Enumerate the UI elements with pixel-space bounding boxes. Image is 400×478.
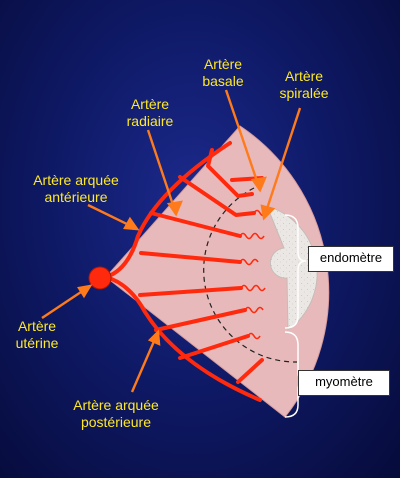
arrow-basal <box>224 89 262 191</box>
endometrium-box: endomètre <box>308 246 394 272</box>
radial-artery-4 <box>139 251 242 264</box>
arcuate-artery-anterior <box>104 141 232 279</box>
arrow-spiral <box>262 107 302 219</box>
radial-artery-8 <box>236 358 264 384</box>
endometrium-brace <box>284 214 307 329</box>
radial-artery-6 <box>154 308 247 332</box>
arcuate-artery-posterior <box>104 275 262 402</box>
endometrium-boundary-dashed <box>203 187 298 363</box>
pointer-arrows <box>41 89 302 393</box>
endometrium-region <box>266 205 318 331</box>
uterine-artery-node <box>88 266 112 290</box>
radial-artery-5 <box>138 286 243 297</box>
radial-artery-1 <box>206 148 254 198</box>
artery-network <box>104 141 264 402</box>
myometrium-box: myomètre <box>298 370 390 396</box>
arrow-radial <box>146 129 178 215</box>
radial-artery-7 <box>178 334 250 360</box>
radial-artery-2 <box>178 175 256 217</box>
radial-artery-3 <box>149 211 242 238</box>
